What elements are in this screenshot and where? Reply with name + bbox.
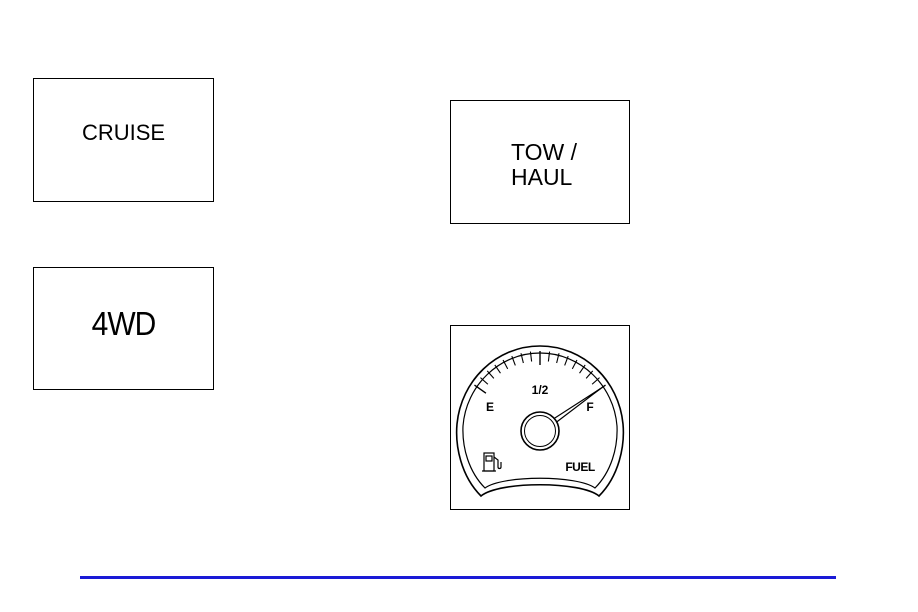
gauge-full-label: F [586,400,593,414]
fuel-gauge-graphic: 1/2 E F FUEL [451,326,629,509]
gauge-half-label: 1/2 [532,383,549,397]
fuel-gauge-panel: 1/2 E F FUEL [450,325,630,510]
cruise-label: CRUISE [34,120,213,146]
four-wd-label: 4WD [34,306,213,343]
four-wd-indicator-panel: 4WD [33,267,214,390]
tow-haul-label-line2: HAUL [511,164,572,191]
fuel-pump-icon [482,453,501,471]
tow-haul-label-line1: TOW / [511,139,577,166]
gauge-tick [474,385,485,393]
gauge-empty-label: E [486,400,494,414]
gauge-fuel-label: FUEL [565,460,595,474]
gauge-hub [521,412,559,450]
cruise-indicator-panel: CRUISE [33,78,214,202]
tow-haul-indicator-panel: TOW / HAUL [450,100,630,224]
page-footer-rule [80,576,836,579]
